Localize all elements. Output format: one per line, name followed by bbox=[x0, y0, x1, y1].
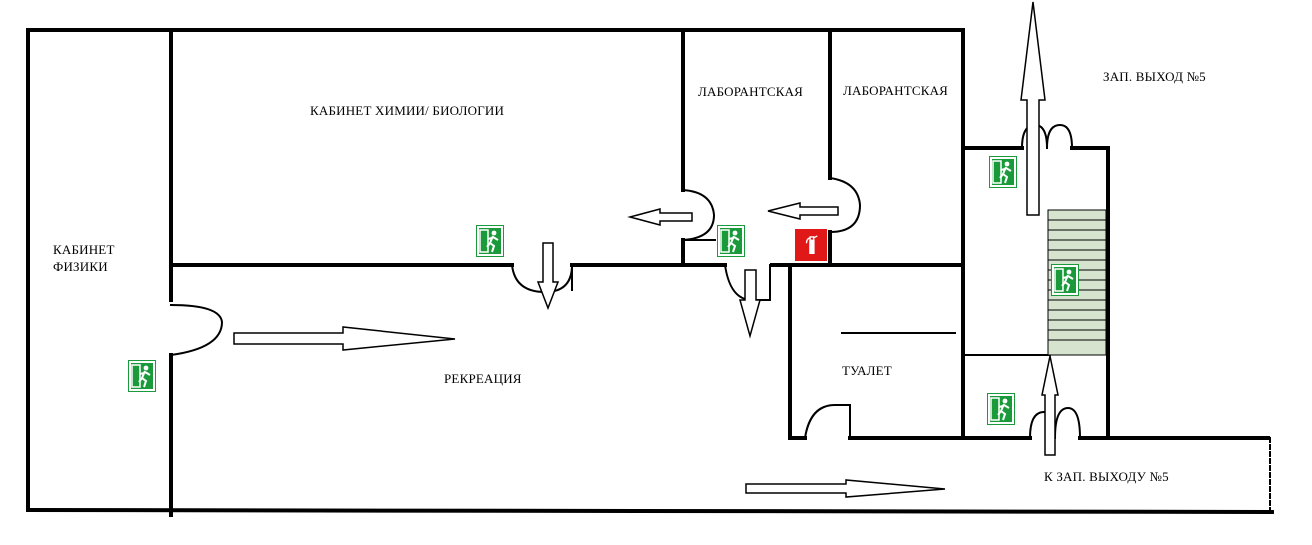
fire-extinguisher-icon bbox=[795, 229, 827, 261]
toilet-door bbox=[803, 404, 851, 440]
evac-arrows bbox=[233, 1, 1059, 498]
running-man-exit-icon bbox=[989, 156, 1017, 188]
running-man-exit-icon bbox=[128, 360, 156, 392]
arrow-left-lab2 bbox=[767, 202, 839, 220]
running-man-exit-icon bbox=[476, 225, 504, 257]
lab2-door bbox=[828, 176, 862, 234]
lab1-label: ЛАБОРАНТСКАЯ bbox=[698, 84, 804, 99]
running-man-exit-icon bbox=[717, 225, 745, 257]
arrow-right-corridor bbox=[745, 479, 946, 498]
arrow-left-lab1 bbox=[627, 208, 693, 226]
lab2-label: ЛАБОРАНТСКАЯ bbox=[843, 83, 949, 98]
chemistry-room-label: КАБИНЕТ ХИМИИ/ БИОЛОГИИ bbox=[310, 103, 505, 118]
arrow-up-stairs bbox=[1041, 355, 1059, 456]
physics-room-label: КАБИНЕТ ФИЗИКИ bbox=[53, 242, 115, 274]
physics-door bbox=[169, 303, 224, 357]
recreation-label: РЕКРЕАЦИЯ bbox=[444, 371, 522, 386]
arrow-down-chemistry bbox=[536, 242, 560, 311]
arrow-right-recreation bbox=[233, 326, 456, 351]
toilet-label: ТУАЛЕТ bbox=[842, 363, 892, 378]
to-exit5-label: К ЗАП. ВЫХОДУ №5 bbox=[1044, 469, 1169, 484]
outer-wall-bottom bbox=[25, 507, 1275, 515]
arrow-down-labs bbox=[739, 269, 761, 339]
exit5-label: ЗАП. ВЫХОД №5 bbox=[1103, 69, 1206, 84]
arrow-up-exit bbox=[1020, 1, 1046, 216]
running-man-exit-icon bbox=[987, 393, 1015, 425]
lab1-door bbox=[681, 188, 716, 242]
running-man-exit-icon bbox=[1051, 264, 1079, 296]
